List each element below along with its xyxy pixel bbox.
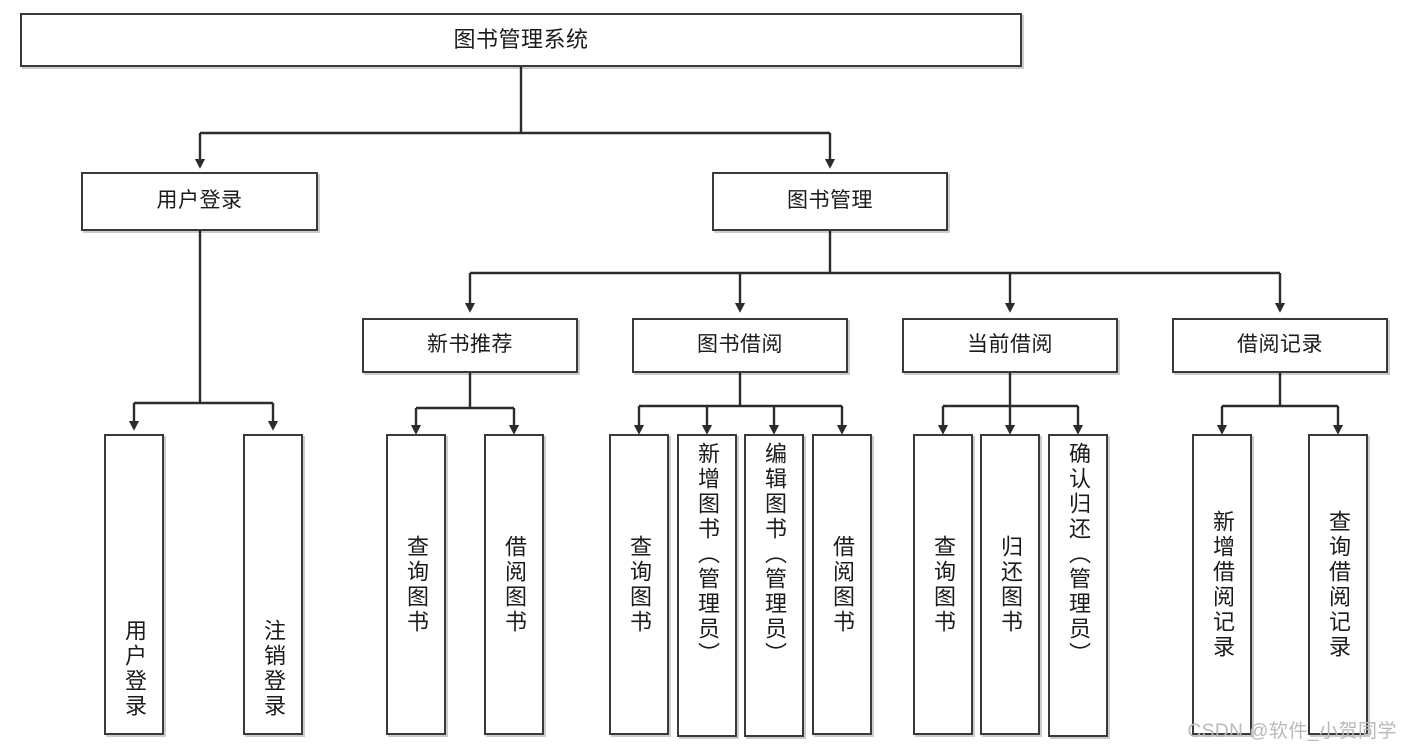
- leaf-current-borrow-return[interactable]: 归还图书: [980, 434, 1040, 735]
- node-label: 查询图书: [931, 534, 956, 635]
- node-label: 注销登录: [261, 619, 286, 719]
- leaf-borrow-record-query[interactable]: 查询借阅记录: [1308, 434, 1368, 735]
- node-root-system[interactable]: 图书管理系统: [20, 13, 1022, 67]
- leaf-book-borrow-query[interactable]: 查询图书: [609, 434, 669, 735]
- leaf-user-login-logout[interactable]: 注销登录: [243, 434, 303, 735]
- node-label: 图书管理系统: [453, 27, 589, 53]
- node-label: 用户登录: [156, 189, 243, 213]
- leaf-book-borrow-edit[interactable]: 编辑图书（管理员）: [744, 434, 804, 737]
- node-label: 查询借阅记录: [1326, 509, 1351, 660]
- node-borrow-record[interactable]: 借阅记录: [1172, 318, 1388, 373]
- node-label: 借阅记录: [1237, 333, 1323, 357]
- leaf-book-borrow-lend[interactable]: 借阅图书: [812, 434, 872, 735]
- node-label: 当前借阅: [967, 333, 1053, 357]
- node-label: 归还图书: [998, 534, 1023, 635]
- node-label: 查询图书: [627, 534, 652, 635]
- leaf-new-book-borrow[interactable]: 借阅图书: [484, 434, 544, 735]
- leaf-current-borrow-confirm-return[interactable]: 确认归还（管理员）: [1048, 434, 1108, 737]
- node-book-management[interactable]: 图书管理: [712, 172, 948, 231]
- node-book-borrow[interactable]: 图书借阅: [632, 318, 848, 373]
- node-label: 图书管理: [787, 189, 873, 213]
- node-label: 查询图书: [404, 534, 429, 635]
- node-label: 确认归还（管理员）: [1066, 442, 1091, 667]
- node-user-login[interactable]: 用户登录: [81, 172, 318, 231]
- leaf-user-login-login[interactable]: 用户登录: [104, 434, 164, 735]
- node-label: 借阅图书: [830, 534, 855, 635]
- node-label: 新增图书（管理员）: [695, 442, 720, 667]
- node-label: 借阅图书: [502, 534, 527, 635]
- node-current-borrow[interactable]: 当前借阅: [902, 318, 1118, 373]
- node-label: 用户登录: [122, 619, 147, 719]
- leaf-book-borrow-add[interactable]: 新增图书（管理员）: [677, 434, 737, 737]
- node-label: 编辑图书（管理员）: [762, 442, 787, 667]
- watermark: CSDN @软件_小贺同学: [1187, 721, 1397, 742]
- leaf-current-borrow-query[interactable]: 查询图书: [913, 434, 973, 735]
- node-label: 新增借阅记录: [1210, 509, 1235, 660]
- node-new-book-recommend[interactable]: 新书推荐: [362, 318, 578, 373]
- leaf-borrow-record-add[interactable]: 新增借阅记录: [1192, 434, 1252, 735]
- leaf-new-book-query[interactable]: 查询图书: [386, 434, 446, 735]
- node-label: 新书推荐: [427, 333, 513, 357]
- node-label: 图书借阅: [697, 333, 783, 357]
